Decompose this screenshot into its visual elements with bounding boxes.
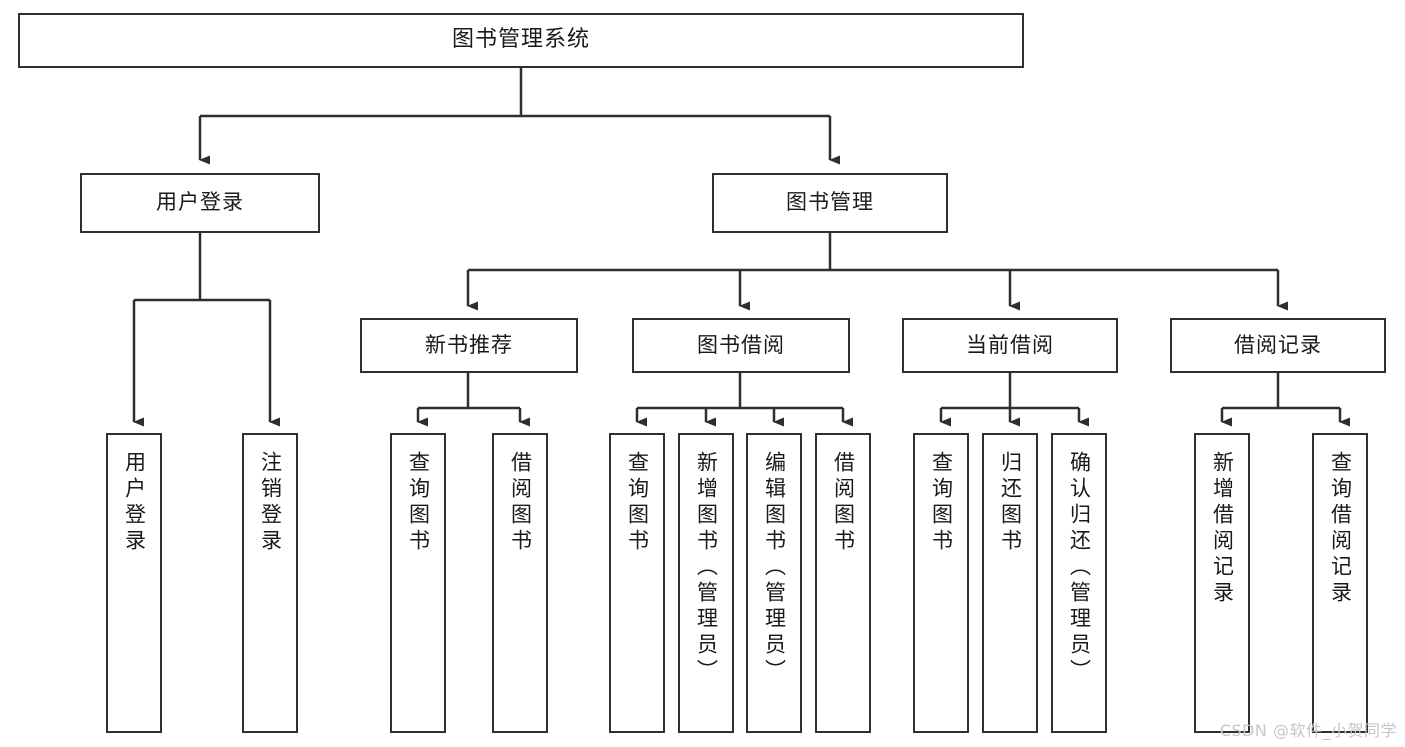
node-new-book-recommend-label: 新书推荐 (425, 332, 513, 357)
leaf-query-book-3-label: 查询图书 (929, 451, 954, 555)
node-current-borrow[interactable]: 当前借阅 (902, 318, 1118, 373)
leaf-add-book-label: 新增图书（管理员） (694, 451, 719, 685)
leaf-user-logout[interactable]: 注销登录 (242, 433, 298, 733)
leaf-edit-book[interactable]: 编辑图书（管理员） (746, 433, 802, 733)
leaf-user-login[interactable]: 用户登录 (106, 433, 162, 733)
leaf-add-book[interactable]: 新增图书（管理员） (678, 433, 734, 733)
leaf-query-book-2-label: 查询图书 (625, 451, 650, 555)
leaf-add-record[interactable]: 新增借阅记录 (1194, 433, 1250, 733)
leaf-confirm-return[interactable]: 确认归还（管理员） (1051, 433, 1107, 733)
node-borrow-record-label: 借阅记录 (1234, 332, 1322, 357)
node-book-manage-label: 图书管理 (786, 190, 874, 215)
leaf-borrow-book-2-label: 借阅图书 (831, 451, 856, 555)
leaf-query-book-2[interactable]: 查询图书 (609, 433, 665, 733)
node-user-login-label: 用户登录 (156, 190, 244, 215)
node-book-borrow[interactable]: 图书借阅 (632, 318, 850, 373)
node-root[interactable]: 图书管理系统 (18, 13, 1024, 68)
leaf-user-logout-label: 注销登录 (258, 451, 283, 555)
leaf-borrow-book-1[interactable]: 借阅图书 (492, 433, 548, 733)
leaf-query-book-1[interactable]: 查询图书 (390, 433, 446, 733)
leaf-query-record-label: 查询借阅记录 (1328, 451, 1353, 607)
node-borrow-record[interactable]: 借阅记录 (1170, 318, 1386, 373)
node-current-borrow-label: 当前借阅 (966, 332, 1054, 357)
leaf-query-record[interactable]: 查询借阅记录 (1312, 433, 1368, 733)
leaf-add-record-label: 新增借阅记录 (1210, 451, 1235, 607)
leaf-query-book-3[interactable]: 查询图书 (913, 433, 969, 733)
leaf-confirm-return-label: 确认归还（管理员） (1067, 451, 1092, 685)
leaf-edit-book-label: 编辑图书（管理员） (762, 451, 787, 685)
csdn-watermark: CSDN @软件_小贺同学 (1219, 721, 1397, 740)
leaf-borrow-book-1-label: 借阅图书 (508, 451, 533, 555)
leaf-user-login-label: 用户登录 (122, 451, 147, 555)
node-user-login[interactable]: 用户登录 (80, 173, 320, 233)
node-book-manage[interactable]: 图书管理 (712, 173, 948, 233)
leaf-return-book-label: 归还图书 (998, 451, 1023, 555)
leaf-query-book-1-label: 查询图书 (406, 451, 431, 555)
node-book-borrow-label: 图书借阅 (697, 332, 785, 357)
leaf-return-book[interactable]: 归还图书 (982, 433, 1038, 733)
node-root-label: 图书管理系统 (451, 27, 590, 53)
leaf-borrow-book-2[interactable]: 借阅图书 (815, 433, 871, 733)
node-new-book-recommend[interactable]: 新书推荐 (360, 318, 578, 373)
